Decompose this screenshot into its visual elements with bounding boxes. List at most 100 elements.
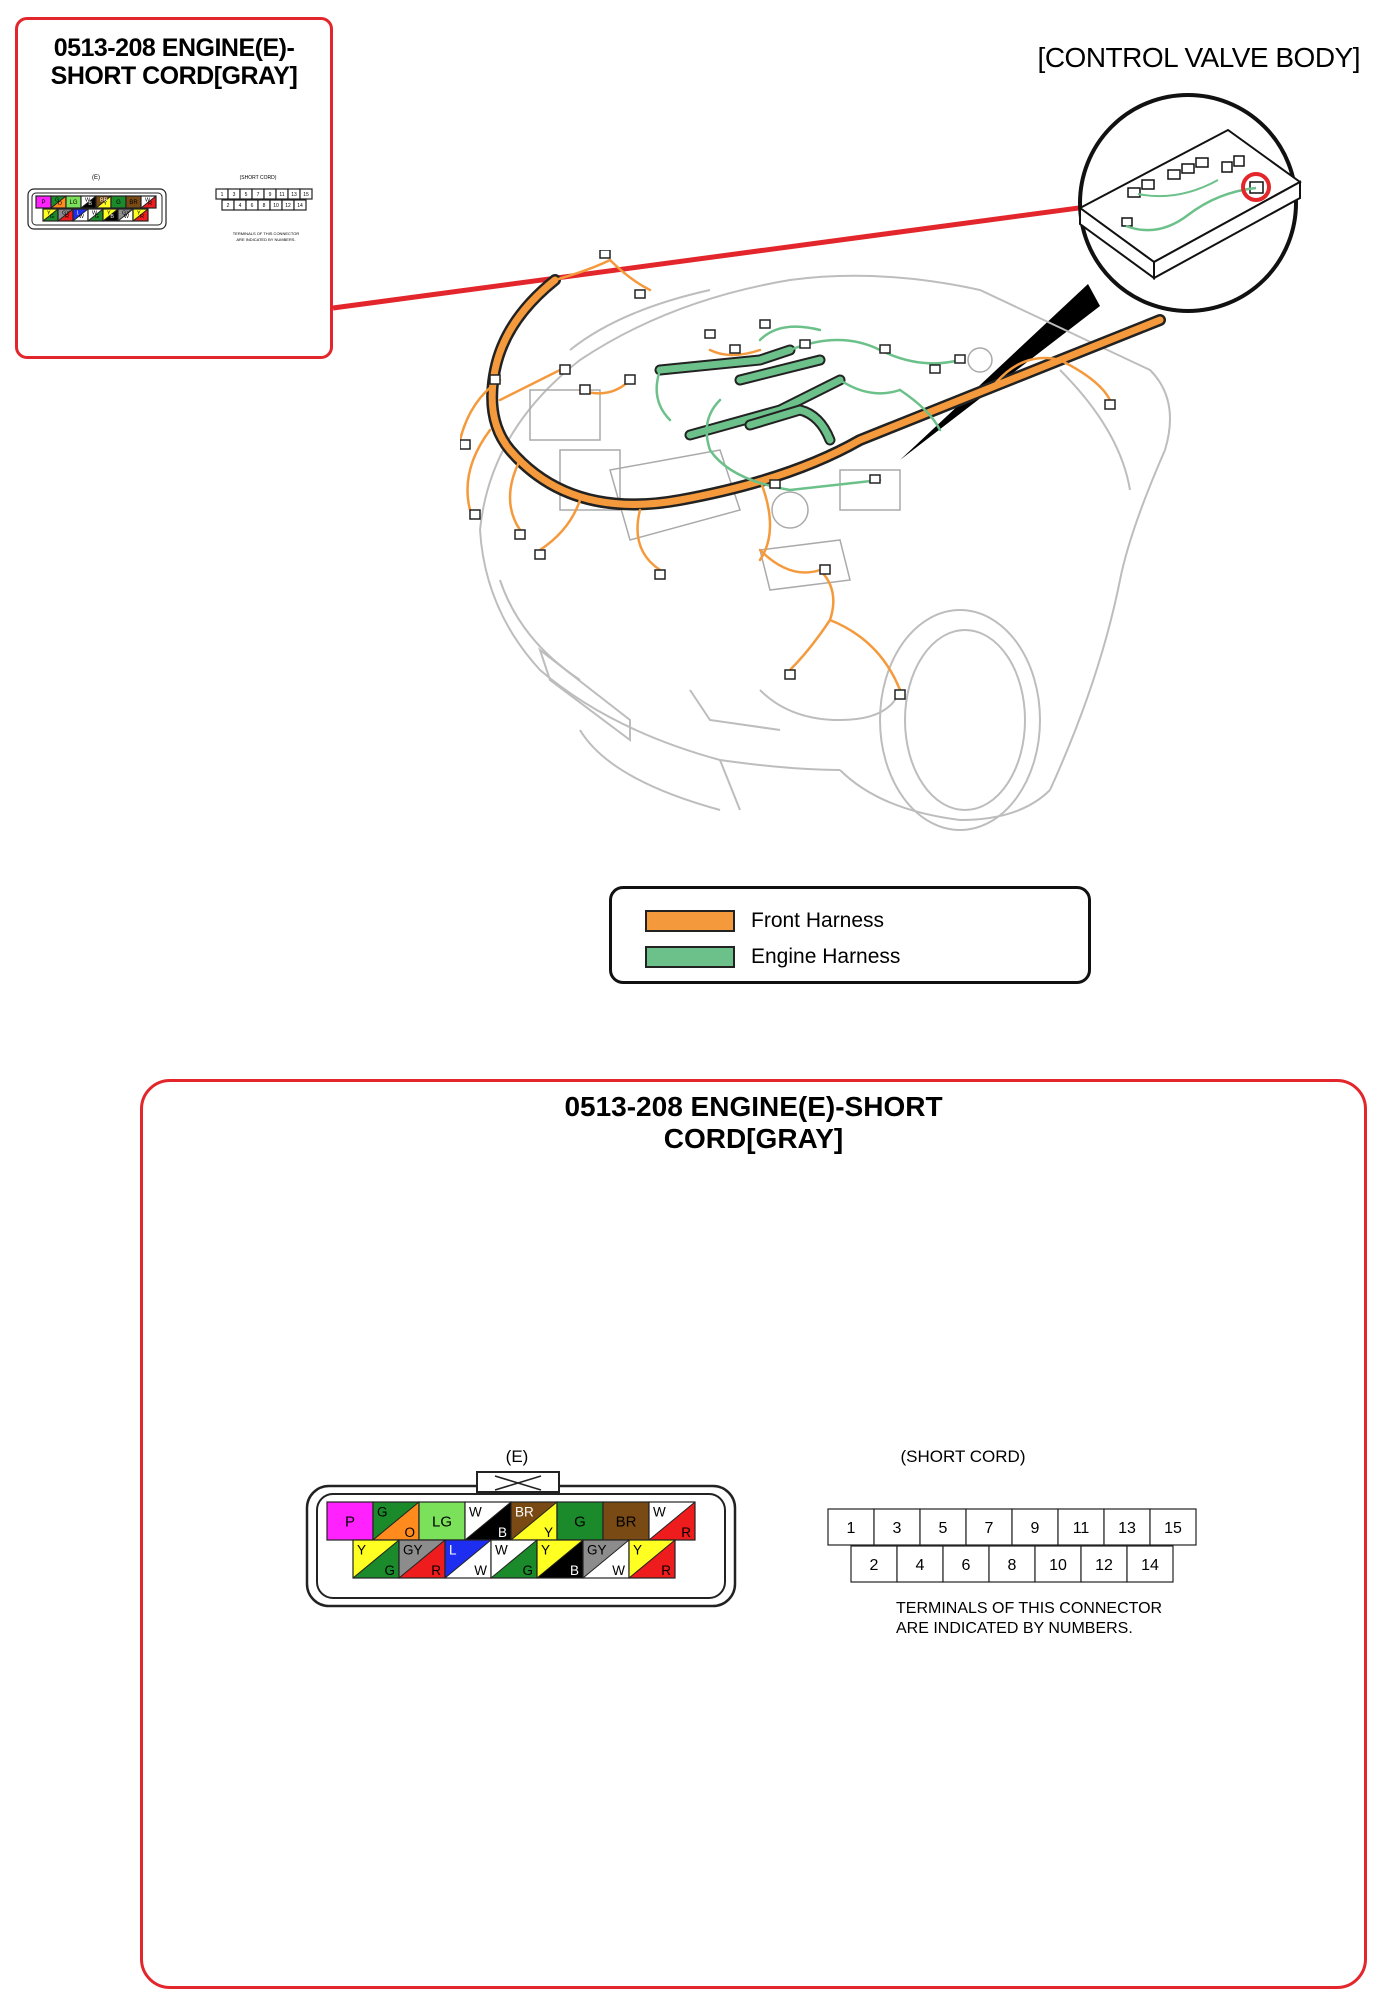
connector-pin: LG: [418, 1501, 466, 1541]
terminal-number: 15: [303, 192, 309, 198]
pin-stripe-color-label: Y: [544, 1525, 553, 1540]
pin-stripe-color-label: B: [570, 1563, 579, 1578]
pin-base-color-label: Y: [137, 211, 141, 217]
terminal-number: 6: [251, 203, 254, 209]
inset-title: 0513-208 ENGINE(E)- SHORT CORD[GRAY]: [50, 34, 298, 90]
terminal-number: 2: [227, 203, 230, 209]
connector-pin: P: [326, 1501, 374, 1541]
inset-note-line-2: ARE INDICATED BY NUMBERS.: [236, 237, 295, 242]
terminal-number: 5: [939, 1520, 948, 1537]
pin-base-color-label: W: [469, 1504, 482, 1519]
terminal-number: 10: [273, 203, 279, 209]
pin-stripe-color-label: G: [50, 214, 54, 220]
short-cord-terminal: 2: [850, 1545, 898, 1583]
terminal-number: 14: [297, 203, 303, 209]
connector-pin: GYR: [57, 208, 74, 222]
pin-base-color-label: Y: [357, 1542, 366, 1557]
pin-stripe-color-label: W: [79, 214, 85, 220]
pin-base-color-label: G: [55, 198, 59, 204]
pin-color-label: LG: [69, 200, 77, 206]
inset-short-cord-label: (SHORT CORD): [240, 175, 277, 181]
connector-pin: YR: [628, 1539, 676, 1579]
short-cord-terminal: 13: [1103, 1508, 1151, 1546]
pin-stripe-color-label: W: [124, 214, 130, 220]
connector-pin: WB: [464, 1501, 512, 1541]
connector-pin: GO: [372, 1501, 420, 1541]
pin-color-label: LG: [432, 1513, 452, 1530]
pin-base-color-label: L: [449, 1542, 457, 1557]
pin-color-label: P: [345, 1513, 355, 1530]
pin-base-color-label: GY: [122, 211, 130, 217]
pin-base-color-label: L: [77, 211, 80, 217]
inset-connector-side-label: (E): [92, 175, 100, 181]
connector-pin: YG: [42, 208, 59, 222]
harness-legend: Front Harness Engine Harness: [609, 886, 1091, 984]
pin-stripe-color-label: Y: [103, 201, 107, 207]
pin-stripe-color-label: W: [474, 1563, 487, 1578]
vehicle-harness-illustration: [460, 250, 1171, 831]
connector-pin: YB: [536, 1539, 584, 1579]
pin-base-color-label: G: [377, 1504, 388, 1519]
connector-pin: YR: [132, 208, 149, 222]
pin-base-color-label: W: [85, 198, 91, 204]
connector-detail-panel: 0513-208 ENGINE(E)-SHORT CORD[GRAY] (E) …: [140, 1079, 1367, 1989]
terminal-number: 5: [245, 192, 248, 198]
pin-color-label: BR: [129, 200, 138, 206]
connector-pin: WG: [87, 208, 104, 222]
terminal-number: 4: [916, 1557, 925, 1574]
terminal-number: 9: [1031, 1520, 1040, 1537]
pin-color-label: BR: [616, 1513, 637, 1530]
pin-stripe-color-label: B: [88, 201, 92, 207]
pin-base-color-label: Y: [633, 1542, 642, 1557]
inset-note-line-1: TERMINALS OF THIS CONNECTOR: [233, 231, 300, 236]
terminal-number: 3: [893, 1520, 902, 1537]
pin-stripe-color-label: W: [612, 1563, 625, 1578]
connector-pin: LG: [65, 195, 82, 209]
pin-stripe-color-label: R: [431, 1563, 441, 1578]
terminal-number: 1: [847, 1520, 856, 1537]
pin-base-color-label: BR: [100, 198, 108, 204]
front-harness-swatch: [645, 910, 735, 932]
pin-stripe-color-label: R: [661, 1563, 671, 1578]
terminal-number: 15: [1164, 1520, 1182, 1537]
connector-side-label: (E): [505, 1447, 529, 1466]
connector-title: 0513-208 ENGINE(E)-SHORT CORD[GRAY]: [564, 1091, 943, 1154]
legend-item-engine-harness: Engine Harness: [645, 944, 900, 970]
short-cord-terminal: 7: [965, 1508, 1013, 1546]
pin-base-color-label: Y: [541, 1542, 550, 1557]
connector-pin: WR: [648, 1501, 696, 1541]
terminal-number: 12: [285, 203, 291, 209]
terminal-number: 2: [870, 1557, 879, 1574]
legend-label: Front Harness: [751, 909, 885, 932]
terminal-number: 7: [257, 192, 260, 198]
terminal-number: 8: [263, 203, 266, 209]
connector-pin: BR: [602, 1501, 650, 1541]
short-cord-terminal: 14: [1126, 1545, 1174, 1583]
connector-pin: BR Y: [510, 1501, 558, 1541]
pin-stripe-color-label: O: [58, 201, 62, 207]
short-cord-terminal: 8: [988, 1545, 1036, 1583]
short-cord-terminal: 15: [299, 188, 313, 200]
pin-base-color-label: W: [145, 198, 151, 204]
terminal-number: 7: [985, 1520, 994, 1537]
terminal-number: 3: [233, 192, 236, 198]
pin-base-color-label: GY: [587, 1542, 607, 1557]
legend-item-front-harness: Front Harness: [645, 908, 884, 934]
short-cord-terminal: 5: [919, 1508, 967, 1546]
connector-pin: LW: [444, 1539, 492, 1579]
short-cord-terminal: 9: [1011, 1508, 1059, 1546]
connector-pin: YG: [352, 1539, 400, 1579]
location-label: [CONTROL VALVE BODY]: [1037, 42, 1361, 73]
pin-stripe-color-label: O: [404, 1525, 415, 1540]
short-cord-terminal: 15: [1149, 1508, 1197, 1546]
pin-base-color-label: BR: [515, 1504, 534, 1519]
connector-pin: YB: [102, 208, 119, 222]
connector-pin: GY W: [582, 1539, 630, 1579]
short-cord-terminal: 3: [873, 1508, 921, 1546]
pin-stripe-color-label: G: [522, 1563, 533, 1578]
pin-color-label: G: [116, 200, 121, 206]
short-cord-terminal: 12: [1080, 1545, 1128, 1583]
short-cord-terminal: 14: [293, 199, 307, 211]
pin-stripe-color-label: R: [65, 214, 69, 220]
